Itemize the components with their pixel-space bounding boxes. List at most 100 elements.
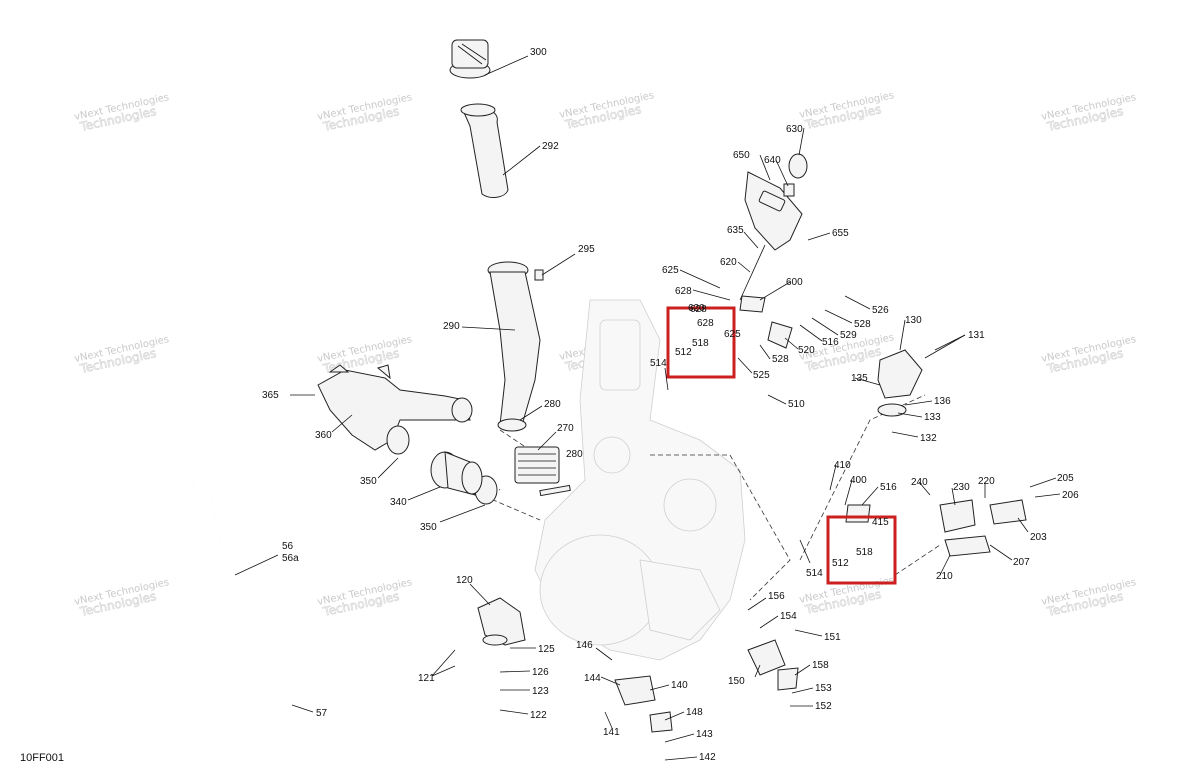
callout: 625 <box>724 329 741 340</box>
watermark: vNext Technologies Technologies <box>798 575 895 617</box>
clamp-350-upper <box>386 425 410 455</box>
callout: 130 <box>905 315 922 326</box>
callout: 528 <box>772 354 789 365</box>
engine-mount-120 <box>477 597 526 646</box>
callout: 156 <box>768 591 785 602</box>
callout: 628 <box>675 286 692 297</box>
callout: 630 <box>786 124 803 135</box>
shift-lever-620 <box>739 244 766 301</box>
callout: 525 <box>753 370 770 381</box>
callout: 512 <box>832 558 849 569</box>
callout: 140 <box>671 680 688 691</box>
callout: 625 <box>662 265 679 276</box>
callout: 151 <box>824 632 841 643</box>
callout: 136 <box>934 396 951 407</box>
callout: 528 <box>854 319 871 330</box>
callout: 142 <box>699 752 716 763</box>
breather-hose-292 <box>460 103 509 198</box>
callout: 600 <box>786 277 803 288</box>
bracket-600 <box>739 295 766 313</box>
watermark: vNext Technologies Technologies <box>1040 577 1137 619</box>
lever-520 <box>767 321 793 349</box>
callout: 230 <box>953 482 970 493</box>
callout: 158 <box>812 660 829 671</box>
callout: 655 <box>832 228 849 239</box>
callout: 56a <box>282 553 299 564</box>
callout: 400 <box>850 475 867 486</box>
boot-640 <box>783 183 795 197</box>
callout: 628 <box>690 304 707 315</box>
watermark: vNext Technologies Technologies <box>1040 334 1137 376</box>
callout: 203 <box>1030 532 1047 543</box>
watermark: vNext Technologies Technologies <box>73 334 170 376</box>
callout: 635 <box>727 225 744 236</box>
grille-270 <box>514 446 560 484</box>
callout: 350 <box>360 476 377 487</box>
watermark: vNext Technologies Technologies <box>316 577 413 619</box>
callout: 518 <box>856 547 873 558</box>
watermark: vNext Technologies Technologies <box>1040 92 1137 134</box>
engine-mount-150 <box>747 639 799 691</box>
callout: 620 <box>688 303 705 314</box>
shift-rod-510-inner <box>734 349 836 531</box>
leader-lines <box>234 55 1061 761</box>
callout: 510 <box>788 399 805 410</box>
callout: 207 <box>1013 557 1030 568</box>
callout: 295 <box>578 244 595 255</box>
callout: 516 <box>880 482 897 493</box>
callout: 280 <box>544 399 561 410</box>
callout: 292 <box>542 141 559 152</box>
rod-280 <box>539 484 571 497</box>
callout: 270 <box>557 423 574 434</box>
callout: 512 <box>675 347 692 358</box>
callout: 144 <box>584 673 601 684</box>
callout: 153 <box>815 683 832 694</box>
callout: 146 <box>576 640 593 651</box>
bracket-400 <box>845 504 871 523</box>
watermark: vNext Technologies Technologies <box>558 90 655 132</box>
callout: 126 <box>532 667 549 678</box>
callout: 220 <box>978 476 995 487</box>
callout: 280 <box>566 449 583 460</box>
callout: 529 <box>840 330 857 341</box>
callout: 210 <box>936 571 953 582</box>
callout: 148 <box>686 707 703 718</box>
callout: 518 <box>692 338 709 349</box>
callout: 120 <box>456 575 473 586</box>
callout: 620 <box>720 257 737 268</box>
watermark: vNext Technologies Technologies <box>316 92 413 134</box>
callout: 240 <box>911 477 928 488</box>
callout: 628 <box>697 318 714 329</box>
watermark: vNext Technologies Technologies <box>798 90 895 132</box>
callout: 516 <box>822 337 839 348</box>
engine-mount-140 <box>614 675 673 733</box>
callout: 514 <box>806 568 823 579</box>
callout: 125 <box>538 644 555 655</box>
highlight-box-upper <box>666 306 736 379</box>
watermark: vNext Technologies Technologies <box>73 92 170 134</box>
callout: 152 <box>815 701 832 712</box>
shift-knob-630 <box>788 153 808 179</box>
intake-boot-340 <box>430 451 483 496</box>
breather-cap-300 <box>449 39 491 79</box>
air-duct-290 <box>487 261 541 432</box>
callout: 514 <box>650 358 667 369</box>
callout: 410 <box>834 460 851 471</box>
drawing-code: 10FF001 <box>20 752 65 764</box>
highlight-box-lower <box>826 515 897 585</box>
callout: 650 <box>733 150 750 161</box>
callout: 520 <box>798 345 815 356</box>
callout-labels: 300 292 295 290 280 270 280 365 360 350 … <box>262 47 1079 763</box>
watermark: vNext Technologies Technologies <box>73 577 170 619</box>
callout: 57 <box>316 708 328 719</box>
callout: 290 <box>443 321 460 332</box>
callout: 340 <box>390 497 407 508</box>
callout: 526 <box>872 305 889 316</box>
callout: 205 <box>1057 473 1074 484</box>
switch-group-203 <box>939 499 1027 557</box>
callout: 640 <box>764 155 781 166</box>
engine-block <box>534 299 746 661</box>
callout: 154 <box>780 611 797 622</box>
callout: 56 <box>282 541 294 552</box>
callout: 121 <box>418 673 435 684</box>
